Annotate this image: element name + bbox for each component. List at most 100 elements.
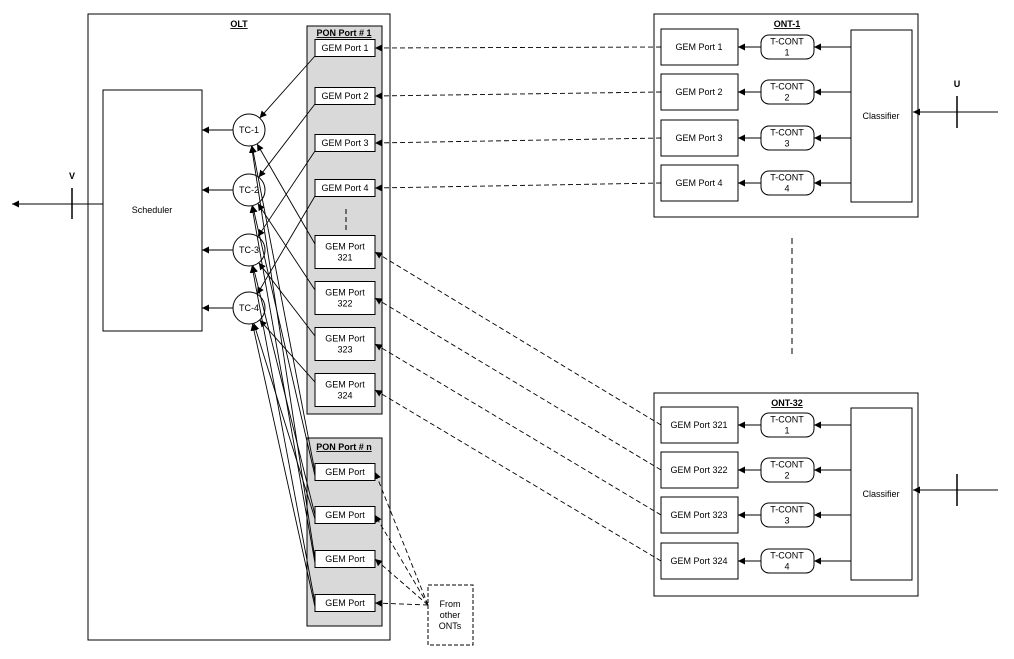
scheduler-label: Scheduler [132,205,173,215]
tcont-label: T-CONT [770,82,804,92]
olt-gem-port-label: GEM Port [325,598,365,608]
ont-1-title: ONT-1 [774,19,801,29]
ont1-to-olt-dashed-link [374,137,662,147]
tc-label: TC-2 [239,185,259,195]
olt-gem-port-label: GEM Port 1 [321,43,368,53]
olt-gem-port-label: GEM Port 3 [321,138,368,148]
ont-gem-port-label: GEM Port 324 [670,556,727,566]
olt-gem-port-box [314,281,376,315]
ont-1-classifier-label: Classifier [862,111,899,121]
gem-to-tc-arrow [251,265,316,516]
olt-gem-port-box [314,235,376,269]
olt-gem-port-label: GEM Port [325,467,365,477]
gem-to-tc-arrow [252,323,316,520]
ont-32-classifier-box [850,407,913,581]
ont-gem-port-label: GEM Port 2 [675,87,722,97]
tcont-label: 2 [784,471,789,481]
tcont-label: 4 [784,184,789,194]
olt-title: OLT [230,19,248,29]
ont-32-classifier-label: Classifier [862,489,899,499]
olt-gem-port-label: GEM Port [325,242,365,252]
pon-port-1-title: PON Port # 1 [316,28,371,38]
olt-block: OLT Scheduler V PON Port # 1 PON Port # … [12,13,391,641]
olt-gem-port-label: 321 [337,253,352,263]
gem-to-tc-arrow [249,205,316,564]
gem-to-tc-arrow [250,323,316,608]
gem-to-tc-arrow [257,203,316,291]
olt-gem-port-label: 324 [337,391,352,401]
gem-to-tc-arrow [256,143,316,245]
olt-gem-port-label: 322 [337,299,352,309]
olt-gem-port-label: 323 [337,345,352,355]
gem-to-tc-arrow [258,262,316,337]
pon-port-n-title: PON Port # n [316,442,372,452]
gem-to-tc-arrow [249,145,316,560]
ont-gem-port-label: GEM Port 322 [670,465,727,475]
olt-gem-port-label: GEM Port 4 [321,183,368,193]
ont1-to-olt-dashed-link [374,91,662,100]
other-onts-text: ONTs [439,621,462,631]
olt-gem-port-label: GEM Port 2 [321,91,368,101]
ont-1-block: ONT-1 Classifier U GEM Port 1T-CONT1GEM … [653,13,998,218]
tcont-label: 3 [784,139,789,149]
tc-label: TC-4 [239,303,259,313]
gem-to-tc-arrow [250,205,316,477]
ont32-to-olt-dashed-link [374,389,662,562]
tc-label: TC-3 [239,245,259,255]
v-interface-label: V [69,171,75,181]
olt-gem-port-box [314,327,376,361]
other-onts-dashed-link [374,558,429,606]
gem-to-tc-arrow [259,55,316,119]
tcont-label: 1 [784,426,789,436]
ont-gem-port-label: GEM Port 1 [675,42,722,52]
tcont-label: T-CONT [770,505,804,515]
scheduler-box [102,89,203,332]
ont-32-block: ONT-32 Classifier GEM Port 321T-CONT1GEM… [653,392,998,597]
tc-label: TC-1 [239,125,259,135]
tcont-label: T-CONT [770,37,804,47]
ont-gem-port-box [660,542,739,580]
olt-gem-ports: GEM Port 1 GEM Port 2 GEM Port 3 GEM Port 4… [314,39,376,612]
tcont-label: T-CONT [770,460,804,470]
tcont-label: T-CONT [770,551,804,561]
gem-to-tc-arrow [249,145,316,473]
ont-gem-port-label: GEM Port 323 [670,510,727,520]
ont-gem-port-label: GEM Port 3 [675,133,722,143]
other-onts-box [427,584,474,646]
olt-gem-port-label: GEM Port [325,334,365,344]
ont-32-title: ONT-32 [771,398,803,408]
other-onts-text: other [440,610,461,620]
gem-to-tc-arrow [256,195,316,295]
tcont-label: 1 [784,48,789,58]
other-onts-dashed-link [374,514,429,606]
ont32-to-olt-dashed-link [374,251,662,426]
tcont-label: T-CONT [770,415,804,425]
ont-1-classifier-box [850,29,913,203]
ont-gem-port-box [660,451,739,489]
other-onts-dashed-link [374,599,429,607]
olt-gem-port-label: GEM Port [325,380,365,390]
ont1-to-olt-dashed-link [374,44,662,52]
ont-gem-port-label: GEM Port 4 [675,178,722,188]
tcont-label: 3 [784,516,789,526]
olt-gem-port-label: GEM Port [325,510,365,520]
gem-to-tc-arrow [249,265,316,604]
ont-gem-port-box [660,406,739,444]
olt-gem-port-label: GEM Port [325,288,365,298]
u-interface-label: U [954,79,961,89]
gem-to-tc-arrow [258,103,316,178]
olt-gem-port-label: GEM Port [325,554,365,564]
ont-gem-port-label: GEM Port 321 [670,420,727,430]
tcont-label: T-CONT [770,128,804,138]
tcont-label: T-CONT [770,173,804,183]
ont1-to-olt-dashed-link [374,182,662,192]
tcont-label: 2 [784,93,789,103]
connection-links [202,44,662,608]
ont32-to-olt-dashed-link [374,297,662,471]
other-onts-text: From [440,599,461,609]
tcont-label: 4 [784,562,789,572]
